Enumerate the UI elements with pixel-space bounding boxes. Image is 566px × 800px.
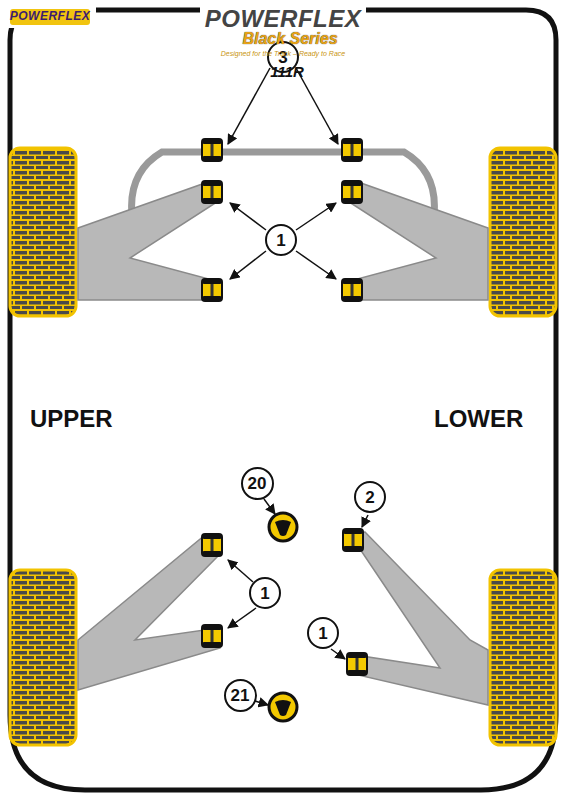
callout-number: 1 xyxy=(318,625,327,642)
callout-number: 1 xyxy=(260,585,269,602)
tagline: Designed for the Track – Ready to Race xyxy=(221,50,345,58)
model-name: 111R xyxy=(270,64,304,81)
callout-circle: 2 xyxy=(354,481,386,513)
callout-circle: 1 xyxy=(265,224,297,256)
callout-circle: 1 xyxy=(307,617,339,649)
callout-number: 2 xyxy=(365,489,374,506)
section-label: UPPER xyxy=(30,406,113,432)
brand-logo: POWERFLEX xyxy=(10,10,91,23)
callout-number: 1 xyxy=(276,232,285,249)
callout-number: 21 xyxy=(231,687,250,704)
callout-circle: 1 xyxy=(249,577,281,609)
callout-number: 20 xyxy=(248,475,267,492)
brand-logo: POWERFLEX xyxy=(205,6,362,32)
callout-circle: 21 xyxy=(224,679,257,712)
series-name: Black Series xyxy=(242,30,337,48)
callout-circle: 20 xyxy=(241,467,274,500)
section-label: LOWER xyxy=(434,406,523,432)
